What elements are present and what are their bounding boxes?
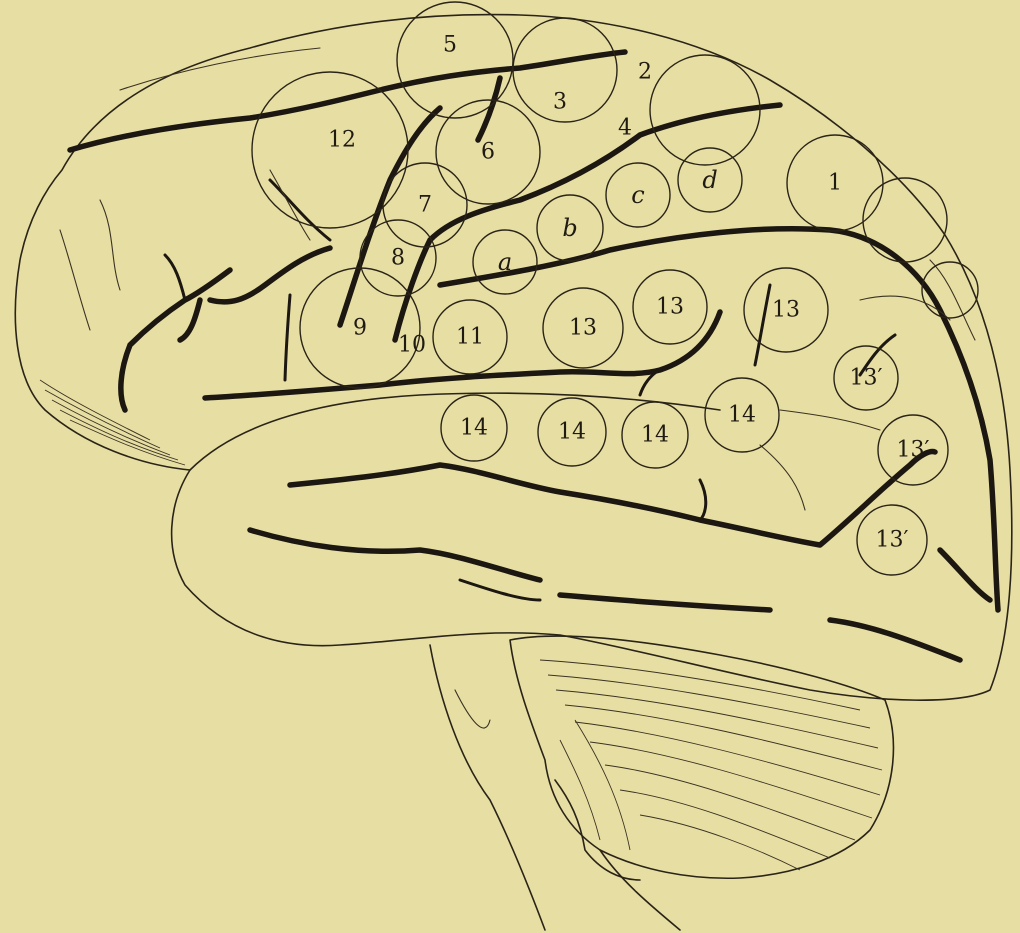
area-5-label: 5 [443,33,457,58]
area-12-label: 12 [328,128,356,153]
area-b: b [537,195,603,261]
area-b-label: b [562,214,577,242]
area-circles: 123456789101112abcd13131313′13′13′141414… [252,2,978,575]
area-13p-2: 13′ [878,415,948,485]
brainstem-outline [430,645,545,930]
area-2-label: 2 [638,60,652,85]
area-a-label: a [498,248,512,276]
area-c-label: c [631,181,644,209]
area-4: 4 [618,116,632,141]
cerebellum [510,636,893,880]
area-13p-2-label: 13′ [897,438,930,463]
area-13p-1-label: 13′ [850,366,883,391]
area-7-label: 7 [418,193,432,218]
area-13p-3-label: 13′ [876,528,909,553]
area-13-2: 13 [633,270,707,344]
area-7: 7 [383,163,467,247]
area-14-1-label: 14 [460,416,488,441]
area-3: 3 [553,90,567,115]
area-c: c [606,163,670,227]
area-a: a [473,230,537,294]
area-13-3-label: 13 [772,298,800,323]
gyri-contours [60,48,975,510]
area-2: 2 [638,60,652,85]
area-d: d [678,148,742,212]
area-11-label: 11 [456,325,484,350]
area-13-1-label: 13 [569,316,597,341]
area-9-label: 9 [353,316,367,341]
area-9: 9 [300,268,420,388]
area-d-label: d [702,166,717,194]
area-3-label: 3 [553,90,567,115]
area-14-4: 14 [705,378,779,452]
area-4-label: 4 [618,116,632,141]
area-14-3-label: 14 [641,423,669,448]
area-14-1: 14 [441,395,507,461]
area-14-2: 14 [538,398,606,466]
area-14-3: 14 [622,402,688,468]
area-11: 11 [433,300,507,374]
brainstem-outline-inner [455,690,490,728]
area-14-4-label: 14 [728,403,756,428]
area-13-3: 13 [744,268,828,352]
area-8-label: 8 [391,246,405,271]
area-13p-3: 13′ [857,505,927,575]
area-1-label: 1 [828,171,842,196]
area-13-2-label: 13 [656,295,684,320]
area-10-label: 10 [398,333,426,358]
area-1: 1 [787,135,883,231]
area-12: 12 [328,128,356,153]
area-10: 10 [398,333,426,358]
area-13p-1: 13′ [834,346,898,410]
area-13-1: 13 [543,288,623,368]
brainstem-outline-right [600,850,680,930]
area-14-2-label: 14 [558,420,586,445]
area-5: 5 [443,33,457,58]
area-6-label: 6 [481,140,495,165]
